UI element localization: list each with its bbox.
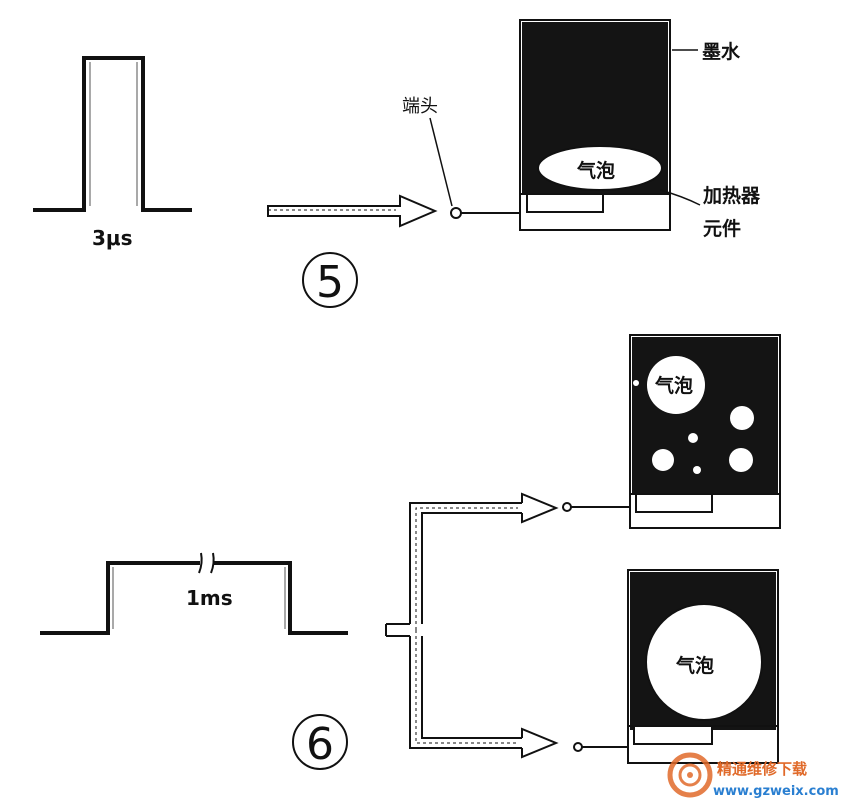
panel-5: 3μs 端头 气泡 墨水 加热器 元件 5 xyxy=(33,19,761,308)
bubble-5 xyxy=(537,145,663,191)
watermark-title: 精通维修下载 xyxy=(717,760,807,778)
watermark-url: www.gzweix.com xyxy=(713,784,839,799)
terminal-node-6-top xyxy=(562,502,572,512)
heater-label-line1: 加热器 xyxy=(702,184,761,207)
bubble-6-small-6 xyxy=(633,380,639,386)
bubble-label-6-bottom: 气泡 xyxy=(675,654,714,677)
pulse-waveform-3us xyxy=(33,56,192,212)
watermark-logo-icon xyxy=(667,752,713,798)
watermark: 精通维修下载 www.gzweix.com xyxy=(667,752,839,799)
heater-element-5 xyxy=(526,193,604,213)
panel-6: 1ms 气泡 xyxy=(40,334,781,770)
heater-label-line2: 元件 xyxy=(703,217,741,240)
step-number-6: 6 xyxy=(306,719,334,770)
bubble-label-6-top: 气泡 xyxy=(654,374,693,397)
ink-chamber-5: 气泡 xyxy=(519,19,671,231)
terminal-node xyxy=(450,207,462,219)
step-number-5: 5 xyxy=(316,257,344,308)
bubble-6-top-main xyxy=(647,356,705,414)
terminal-leader-line xyxy=(429,117,453,207)
ink-chamber-6-bottom: 气泡 xyxy=(627,569,779,764)
pulse-waveform-1ms xyxy=(40,561,348,635)
bubble-label-5: 气泡 xyxy=(576,159,615,182)
bubble-6-bottom xyxy=(645,603,763,721)
branching-hollow-arrow xyxy=(385,492,559,759)
bubble-6-small-2 xyxy=(652,449,674,471)
heater-element-6-bottom xyxy=(633,725,713,745)
terminal-label: 端头 xyxy=(402,96,438,117)
heater-element-6-top xyxy=(635,493,713,513)
pulse-label-3us: 3μs xyxy=(92,226,133,250)
pulse-label-1ms: 1ms xyxy=(186,586,233,610)
step-number-circle-6 xyxy=(292,714,348,770)
bubble-6-small-4 xyxy=(688,433,698,443)
bubble-6-small-1 xyxy=(730,406,754,430)
terminal-node-6-bottom xyxy=(573,742,583,752)
hollow-arrow-5 xyxy=(267,194,438,228)
bubble-6-small-3 xyxy=(729,448,753,472)
step-number-circle-5 xyxy=(302,252,358,308)
ink-label: 墨水 xyxy=(702,41,741,63)
ink-chamber-6-top: 气泡 xyxy=(629,334,781,529)
bubble-6-small-5 xyxy=(693,466,701,474)
